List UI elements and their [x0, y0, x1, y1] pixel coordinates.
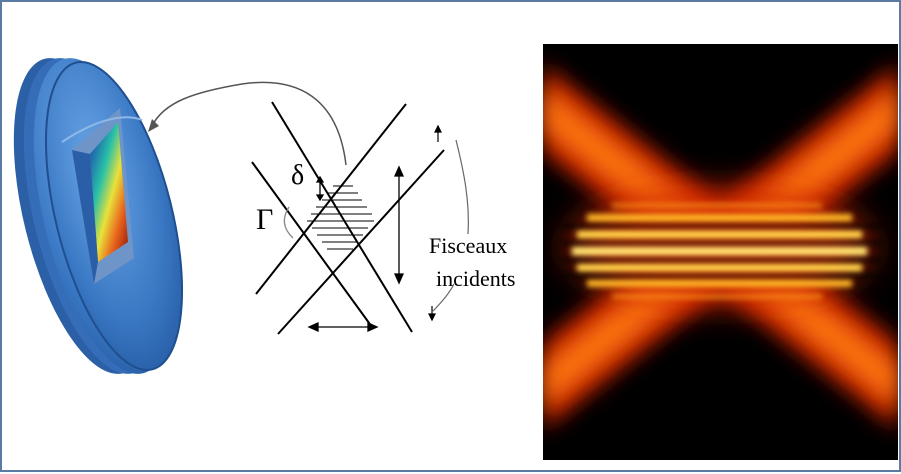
beam-line-4 [277, 149, 445, 335]
vertical-double-arrow-icon [393, 165, 405, 285]
delta-symbol: δ [291, 160, 305, 191]
gamma-angle-arc [283, 206, 294, 239]
label-leader-lines [431, 139, 469, 313]
overlap-region-hatching [307, 185, 374, 250]
interference-geometry [251, 101, 445, 335]
incident-beams-label-line1: Fisceaux [429, 233, 508, 258]
incident-beams-label-line2: incidents [436, 266, 516, 291]
interference-pattern-image [543, 44, 898, 460]
delta-arrow-icon [315, 175, 325, 202]
beam-line-1 [271, 101, 413, 333]
horizontal-double-arrow-icon [307, 321, 379, 333]
device-disc-illustration [13, 58, 184, 374]
beam-pointer-arrows [428, 124, 442, 322]
beam-line-2 [251, 161, 373, 328]
beam-line-3 [255, 103, 407, 295]
gamma-symbol: Γ [256, 203, 274, 236]
curved-arrow-icon [148, 81, 347, 166]
